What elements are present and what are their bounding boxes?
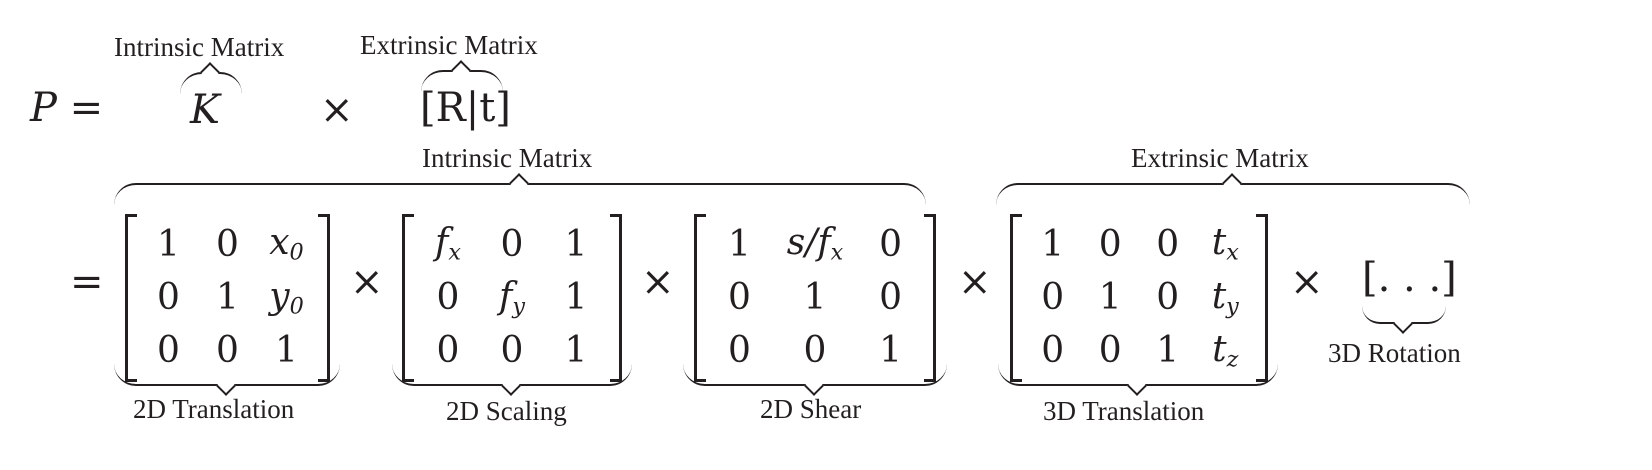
matrix-cell: 0 xyxy=(500,330,524,372)
matrix-cell: 0 xyxy=(728,330,751,372)
underbrace-2d-translation xyxy=(114,362,340,386)
intrinsic-matrix-label-top: Intrinsic Matrix xyxy=(114,32,285,62)
times-sign: × xyxy=(350,259,384,305)
matrix-cell: 0 xyxy=(1041,330,1065,372)
extrinsic-matrix-label: Extrinsic Matrix xyxy=(1131,143,1309,173)
matrix-cell: 0 xyxy=(1098,223,1122,265)
intrinsic-K: K xyxy=(190,87,220,133)
label-2d-translation: 2D Translation xyxy=(133,394,295,424)
matrix-cell: 1 xyxy=(1156,330,1180,372)
matrix-cell: 0 xyxy=(1098,330,1122,372)
matrix-cell: tz xyxy=(1212,328,1239,373)
matrix-cell: 1 xyxy=(728,223,751,265)
matrix-cell: tx xyxy=(1211,222,1239,266)
label-2d-shear: 2D Shear xyxy=(760,394,862,424)
matrix-cell: 0 xyxy=(500,223,524,265)
matrix-3d-translation: 1 0 0 tx 0 1 0 ty 0 0 1 tz xyxy=(1010,214,1268,382)
matrix-cell: 1 xyxy=(564,330,588,372)
lhs-P-equals: P = xyxy=(30,85,104,131)
times-sign: × xyxy=(958,259,992,305)
matrix-cell: y0 xyxy=(269,275,304,320)
extrinsic-matrix-label-top: Extrinsic Matrix xyxy=(360,30,538,60)
matrix-cell: 0 xyxy=(157,276,180,318)
matrix-cell: 0 xyxy=(1156,223,1180,265)
matrix-cell: 1 xyxy=(216,276,239,318)
extrinsic-overbrace-top xyxy=(421,70,503,94)
matrix-cell: 0 xyxy=(1156,276,1180,318)
underbrace-2d-shear xyxy=(683,362,947,386)
matrix-cell: x0 xyxy=(269,222,304,266)
matrix-cell: 0 xyxy=(216,223,239,265)
matrix-cell: 0 xyxy=(1041,276,1065,318)
matrix-cell: 0 xyxy=(879,276,902,318)
underbrace-2d-scaling xyxy=(392,362,632,386)
matrix-cell: 1 xyxy=(1041,223,1065,265)
matrix-cell: 0 xyxy=(879,223,902,265)
matrix-cell: 0 xyxy=(436,276,460,318)
matrix-cell: 1 xyxy=(564,223,588,265)
matrix-cell: 1 xyxy=(157,223,180,265)
matrix-cell: s/fx xyxy=(786,222,844,266)
matrix-2d-translation: 1 0 x0 0 1 y0 0 0 1 xyxy=(125,214,330,382)
matrix-cell: 1 xyxy=(564,276,588,318)
matrix-cell: 0 xyxy=(216,330,239,372)
times-sign: × xyxy=(1290,259,1324,305)
intrinsic-overbrace xyxy=(114,183,926,207)
underbrace-3d-translation xyxy=(998,362,1278,386)
intrinsic-matrix-label: Intrinsic Matrix xyxy=(422,143,593,173)
matrix-2d-shear: 1 s/fx 0 0 1 0 0 0 1 xyxy=(694,214,936,382)
intrinsic-overbrace-top xyxy=(180,72,242,96)
matrix-cell: 0 xyxy=(803,330,827,372)
matrix-cell: ty xyxy=(1211,275,1239,320)
equals-sign: = xyxy=(70,259,104,305)
extrinsic-overbrace xyxy=(996,183,1470,207)
matrix-cell: 1 xyxy=(879,330,902,372)
matrix-cell: fx xyxy=(435,222,461,266)
rotation-placeholder: [. . .] xyxy=(1362,255,1457,301)
matrix-cell: fy xyxy=(499,275,525,320)
matrix-2d-scaling: fx 0 1 0 fy 1 0 0 1 xyxy=(402,214,622,382)
matrix-cell: 0 xyxy=(157,330,180,372)
matrix-cell: 0 xyxy=(728,276,751,318)
label-3d-translation: 3D Translation xyxy=(1043,396,1205,426)
extrinsic-Rt: [R|t] xyxy=(420,85,511,131)
label-2d-scaling: 2D Scaling xyxy=(446,396,567,426)
matrix-cell: 1 xyxy=(803,276,827,318)
label-3d-rotation: 3D Rotation xyxy=(1328,338,1461,368)
underbrace-3d-rotation xyxy=(1362,306,1446,324)
times-sign-top: × xyxy=(320,87,354,133)
matrix-cell: 1 xyxy=(1098,276,1122,318)
matrix-cell: 0 xyxy=(436,330,460,372)
times-sign: × xyxy=(641,259,675,305)
matrix-cell: 1 xyxy=(275,330,298,372)
